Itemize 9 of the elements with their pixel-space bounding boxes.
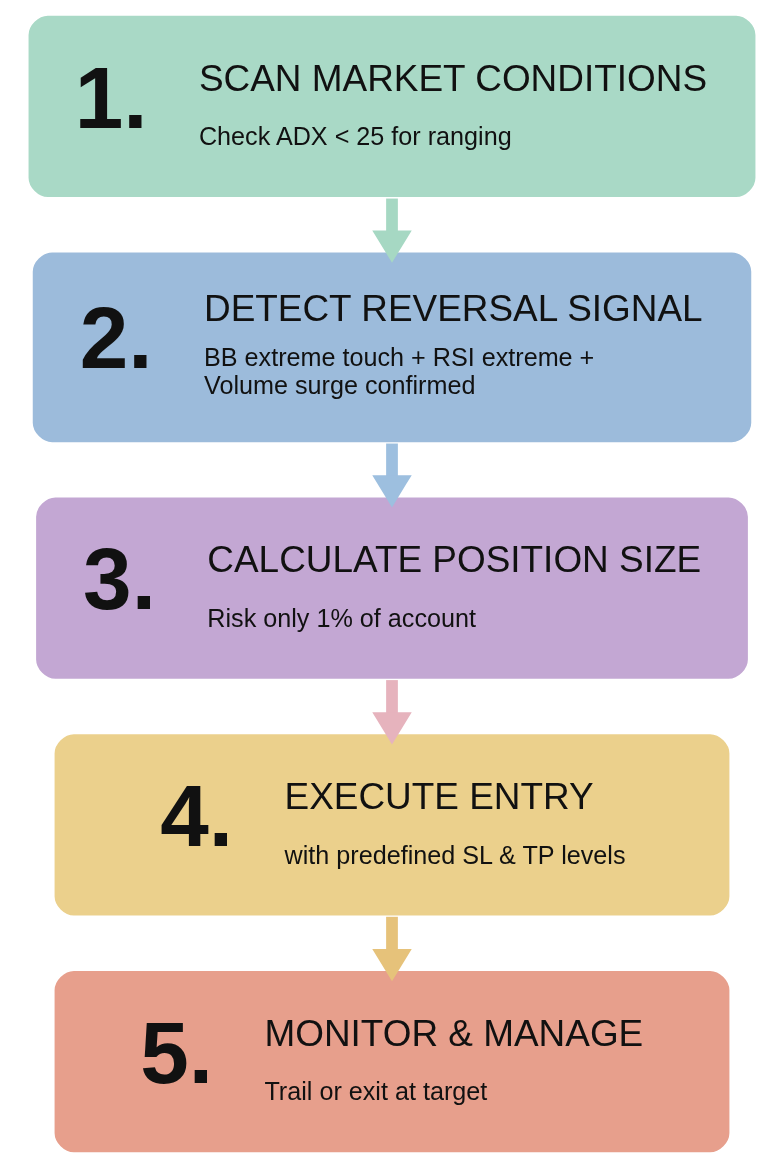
arrow: [372, 198, 412, 263]
arrow: [372, 916, 412, 982]
node-box: 3. CALCULATE POSITION SIZE Risk only 1% of account: [34, 495, 750, 681]
arrow: [372, 443, 412, 508]
node-box: 5. MONITOR & MANAGE Trail or exit at target: [52, 969, 732, 1154]
arrow: [372, 680, 412, 745]
node-box: 4. EXECUTE ENTRY with predefined SL & TP levels: [52, 732, 732, 918]
node-box: 1. SCAN MARKET CONDITIONS Check ADX < 25 for ranging: [26, 14, 758, 199]
node-box: 2. DETECT REVERSAL SIGNAL BB extreme touch + RSI extreme + Volume surge confirmed: [31, 250, 753, 444]
